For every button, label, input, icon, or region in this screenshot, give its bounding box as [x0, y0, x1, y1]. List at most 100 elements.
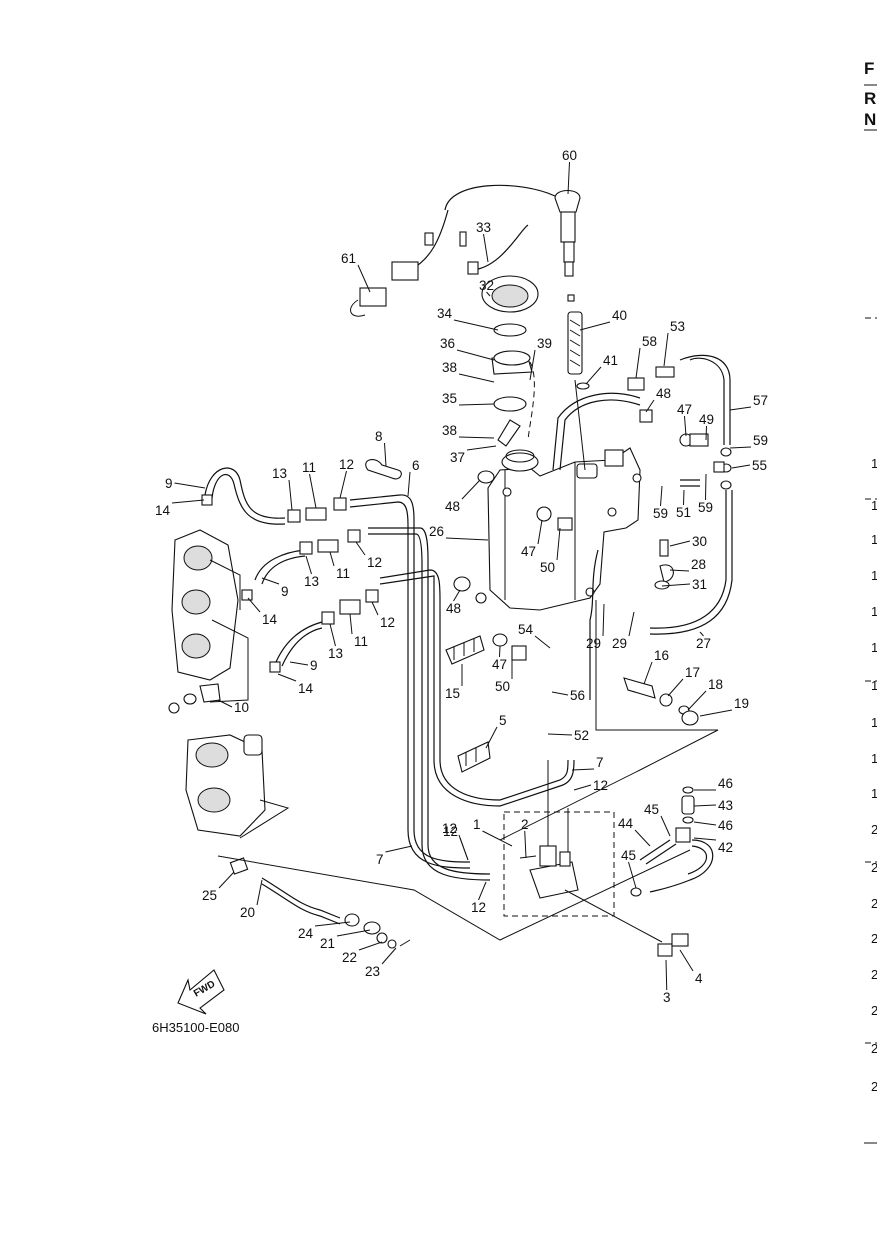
leader-line — [567, 161, 570, 195]
callout-number: 40 — [612, 308, 627, 323]
callout-number: 12 — [367, 555, 382, 570]
leader-line — [261, 577, 280, 585]
leader-line — [585, 366, 602, 385]
callout-number: 48 — [445, 499, 460, 514]
leader-line — [314, 921, 351, 927]
callout-number: 14 — [298, 681, 314, 696]
leader-line — [547, 733, 573, 736]
leader-line — [381, 947, 397, 965]
callout-number: 11 — [354, 634, 368, 649]
leader-line — [289, 661, 309, 666]
callout-number: 59 — [753, 433, 768, 448]
callout-number: 9 — [310, 658, 318, 673]
leader-line — [478, 881, 487, 901]
callout-number: 38 — [442, 423, 457, 438]
leader-line — [339, 470, 347, 499]
callout-number: 49 — [699, 412, 714, 427]
edge-number: 2 — [871, 896, 877, 911]
edge-letter: N — [864, 110, 876, 129]
callout-number: 48 — [446, 601, 461, 616]
edge-number: 2 — [871, 860, 877, 875]
leader-line — [628, 861, 637, 889]
callout-number: 50 — [495, 679, 510, 694]
callout-number: 4 — [695, 971, 703, 986]
callout-number: 41 — [603, 353, 618, 368]
callout-number: 45 — [621, 848, 636, 863]
callout-number: 30 — [692, 534, 707, 549]
leader-line — [445, 537, 489, 541]
clamp-15 — [445, 635, 485, 665]
callout-number: 46 — [718, 818, 733, 833]
leader-line — [357, 264, 371, 293]
leader-line — [643, 661, 653, 685]
leader-line — [524, 830, 527, 859]
leader-line — [645, 399, 655, 413]
clamp-5 — [457, 741, 491, 773]
lower-manifold — [185, 734, 290, 839]
leader-line — [551, 691, 569, 696]
callout-number: 23 — [365, 964, 380, 979]
leader-line — [683, 489, 685, 506]
o-ring — [493, 396, 527, 412]
callout-number: 59 — [698, 500, 713, 515]
leader-line — [358, 941, 383, 951]
leader-line — [329, 551, 335, 567]
callout-number: 36 — [440, 336, 455, 351]
filter-11 — [339, 599, 361, 615]
drive-gear — [623, 677, 699, 726]
leader-line — [602, 603, 605, 637]
leader-line — [699, 631, 704, 637]
leader-line — [534, 635, 551, 649]
callout-number: 17 — [685, 665, 700, 680]
fwd-arrow: FWD — [177, 969, 225, 1015]
gasket — [493, 323, 527, 337]
leader-line — [456, 349, 495, 361]
leader-line — [660, 815, 671, 837]
callout-number: 46 — [718, 776, 733, 791]
callout-number: 12 — [443, 824, 458, 839]
callout-number: 50 — [540, 560, 555, 575]
callout-number: 26 — [429, 524, 444, 539]
leader-line — [537, 519, 543, 545]
leader-line — [579, 321, 611, 331]
callout-number: 58 — [642, 334, 657, 349]
leader-line — [731, 464, 751, 469]
leader-line — [482, 830, 513, 847]
callout-number: 10 — [234, 700, 249, 715]
connector — [359, 287, 387, 307]
edge-number: 2 — [871, 967, 877, 982]
edge-number: 1 — [871, 456, 877, 471]
leader-line — [663, 332, 669, 367]
leader-line — [453, 319, 499, 331]
leader-line — [256, 879, 263, 906]
callout-number: 13 — [272, 466, 287, 481]
callout-number: 29 — [586, 636, 601, 651]
leader-line — [217, 699, 233, 708]
callout-number: 28 — [691, 557, 706, 572]
callout-number: 6 — [412, 458, 420, 473]
leader-line — [499, 645, 501, 658]
callout-number: 51 — [676, 505, 691, 520]
filter-11 — [305, 507, 327, 521]
leader-line — [634, 829, 651, 847]
leader-line — [571, 768, 595, 771]
leader-line — [669, 540, 691, 547]
filler-cap-assembly — [481, 275, 539, 447]
leader-line — [729, 446, 752, 449]
edge-number: 1 — [871, 786, 877, 801]
leader-lines — [171, 161, 752, 991]
connector — [391, 261, 419, 281]
reference-lines — [217, 600, 719, 943]
edge-letter: F — [864, 59, 874, 78]
callout-number: 12 — [471, 900, 486, 915]
long-hoses — [349, 494, 575, 881]
callout-number: 14 — [262, 612, 278, 627]
edge-number: 1 — [871, 715, 877, 730]
leader-line — [453, 589, 461, 602]
callout-number: 37 — [450, 450, 465, 465]
leader-line — [174, 482, 206, 489]
leader-line — [483, 233, 489, 263]
callout-number: 61 — [341, 251, 356, 266]
